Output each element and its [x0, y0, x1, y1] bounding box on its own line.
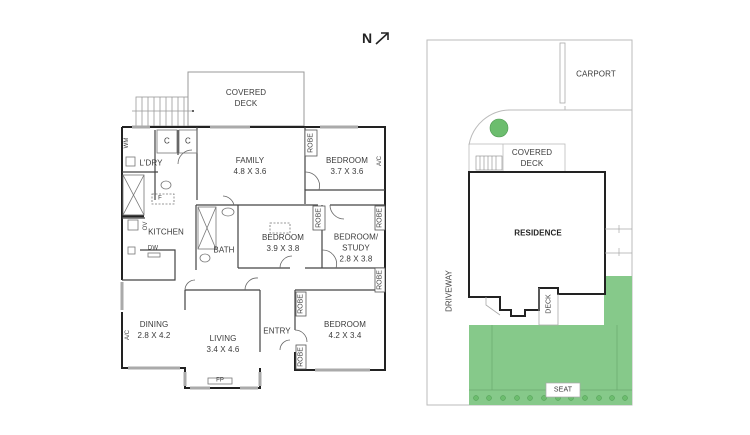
- room-dimensions: 3.4 X 4.6: [206, 345, 240, 354]
- cupboard-label: C: [164, 136, 170, 146]
- room-name: ENTRY: [263, 326, 291, 336]
- residence-label: RESIDENCE: [514, 228, 562, 238]
- label-line-1: COVERED: [511, 148, 553, 157]
- room-name: DINING: [139, 320, 169, 329]
- carport-label: CARPORT: [576, 69, 616, 79]
- robe-label: ROBE: [297, 294, 305, 314]
- room-name: LIVING: [209, 334, 237, 343]
- room-name: BEDROOM/: [333, 232, 379, 242]
- oven-label: OV: [143, 221, 149, 231]
- ac-label: A/C: [377, 155, 383, 167]
- room-name: KITCHEN: [148, 227, 184, 237]
- tree-icon: [490, 119, 508, 137]
- cupboard-label: C: [185, 136, 191, 146]
- room-name: L'DRY: [139, 158, 163, 168]
- room-dimensions: 4.8 X 3.6: [233, 167, 267, 176]
- robe-label: ROBE: [307, 133, 315, 153]
- room-laundry: L'DRY: [139, 158, 162, 169]
- ac-label: A/C: [125, 329, 131, 341]
- robe-label: ROBE: [297, 347, 305, 367]
- room-name: FAMILY: [235, 156, 265, 165]
- room-name: BEDROOM: [261, 233, 305, 242]
- room-dimensions: 3.7 X 3.6: [330, 167, 364, 176]
- room-bedroom-3: BEDROOM 4.2 X 3.4: [324, 319, 366, 341]
- room-dimensions: 4.2 X 3.4: [328, 331, 362, 340]
- label-line-2: DECK: [520, 159, 544, 168]
- room-covered-deck: COVERED DECK: [226, 87, 266, 109]
- room-bedroom-2: BEDROOM 3.9 X 3.8: [262, 232, 304, 254]
- room-name: BEDROOM: [323, 320, 367, 329]
- room-dimensions: 3.9 X 3.8: [266, 244, 300, 253]
- room-dimensions: 2.8 X 3.8: [339, 254, 373, 264]
- room-kitchen: KITCHEN: [148, 227, 184, 238]
- room-dining: DINING 2.8 X 4.2: [138, 319, 171, 341]
- room-name: COVERED: [225, 88, 267, 97]
- room-name: BATH: [213, 245, 235, 255]
- room-entry: ENTRY: [263, 326, 290, 337]
- dishwasher-label: DW: [147, 245, 159, 252]
- seat-label: SEAT: [553, 386, 573, 394]
- room-name-2: STUDY: [342, 243, 370, 253]
- robe-label: ROBE: [376, 208, 384, 228]
- room-bedroom-1: BEDROOM 3.7 X 3.6: [326, 155, 368, 177]
- room-name: BEDROOM: [325, 156, 369, 165]
- north-compass-label: N: [362, 30, 373, 46]
- room-bedroom-study: BEDROOM/ STUDY 2.8 X 3.8: [334, 232, 378, 265]
- robe-label: ROBE: [376, 270, 384, 290]
- robe-label: ROBE: [315, 208, 323, 228]
- room-living: LIVING 3.4 X 4.6: [207, 333, 240, 355]
- site-covered-deck-label: COVERED DECK: [512, 147, 552, 169]
- room-bath: BATH: [213, 245, 234, 256]
- room-family: FAMILY 4.8 X 3.6: [234, 155, 267, 177]
- room-dimensions: 2.8 X 4.2: [137, 331, 171, 340]
- deck-label: DECK: [545, 294, 553, 314]
- fridge-label: F: [158, 195, 162, 202]
- room-name-2: DECK: [234, 99, 258, 108]
- fireplace-label: FP: [216, 377, 224, 384]
- driveway-label: DRIVEWAY: [444, 270, 454, 312]
- washing-machine-label: WM: [124, 137, 130, 149]
